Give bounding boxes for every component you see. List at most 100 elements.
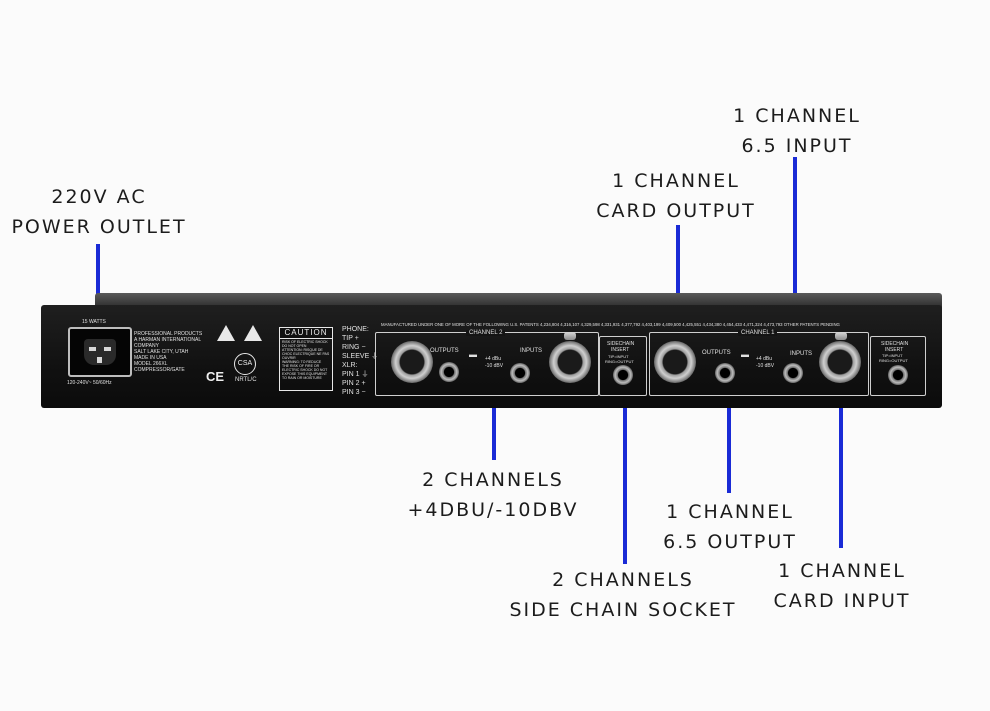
- power-inlet-socket[interactable]: [68, 327, 132, 377]
- level-switch-label: +4 dBu: [485, 356, 501, 362]
- channel-2-xlr-output[interactable]: [391, 341, 433, 383]
- maker-line: PROFESSIONAL PRODUCTS: [134, 331, 203, 337]
- channel-2-outputs-label: OUTPUTS: [430, 348, 459, 354]
- inlet-pin: [89, 347, 96, 351]
- caution-line: ELECTRIC SHOCK DO NOT: [282, 368, 328, 372]
- leader-card-input: [839, 396, 843, 548]
- callout-line: 1 CHANNEL: [612, 170, 740, 192]
- channel-1-xlr-output[interactable]: [654, 341, 696, 383]
- leader-level: [492, 398, 496, 460]
- level-switch-label: -10 dBV: [756, 363, 775, 369]
- channel-2-sidechain-jack[interactable]: [613, 365, 633, 385]
- maker-line: COMPANY: [134, 343, 159, 349]
- callout-line: 6.5 OUTPUT: [663, 531, 797, 553]
- pinout-line: PHONE:: [342, 326, 369, 333]
- chassis-top-lip: [95, 293, 942, 308]
- level-switch-icon: ▬: [469, 350, 477, 359]
- leader-sidechain: [623, 398, 627, 564]
- level-switch-label: -10 dBV: [485, 363, 504, 369]
- channel-1-xlr-latch[interactable]: [835, 332, 847, 340]
- callout-line: +4DBU/-10DBV: [407, 499, 579, 521]
- channel-1-inputs-label: INPUTS: [790, 351, 813, 357]
- channel-2-phone-input[interactable]: [510, 363, 530, 383]
- channel-2-inputs-label: INPUTS: [520, 348, 543, 354]
- channel-1-sidechain-panel: [870, 336, 926, 396]
- sidechain-sub-label: TIP=INPUT: [882, 353, 903, 358]
- sidechain-label: SIDECHAIN: [607, 341, 635, 347]
- callout-line: 2 CHANNELS: [552, 569, 694, 591]
- channel-1-phone-input[interactable]: [783, 363, 803, 383]
- pinout-line: RING −: [342, 344, 366, 351]
- maker-block: PROFESSIONAL PRODUCTS A HARMAN INTERNATI…: [134, 331, 202, 373]
- leader-65-input: [793, 157, 797, 317]
- channel-1-label: CHANNEL 1: [738, 330, 778, 336]
- callout-line: POWER OUTLET: [11, 216, 187, 238]
- caution-line: ATTENTION: RISQUE DE: [282, 348, 323, 352]
- caution-line: OUVRIR: [282, 356, 296, 360]
- pinout-block: PHONE: TIP + RING − SLEEVE ⏚ XLR: PIN 1 …: [342, 325, 378, 397]
- channel-2-sidechain-panel: [599, 336, 647, 396]
- channel-2-xlr-latch[interactable]: [564, 332, 576, 340]
- sidechain-label: INSERT: [885, 347, 904, 353]
- callout-card-input: 1 CHANNEL CARD INPUT: [757, 556, 927, 616]
- maker-line: MODEL 266XL: [134, 361, 168, 367]
- caution-label: CAUTION RISK OF ELECTRIC SHOCK DO NOT OP…: [279, 327, 333, 391]
- pinout-line: XLR:: [342, 362, 358, 369]
- inlet-pin: [97, 357, 102, 363]
- callout-65-input: 1 CHANNEL 6.5 INPUT: [712, 101, 882, 161]
- ce-mark: CE: [206, 369, 225, 384]
- maker-line: SALT LAKE CITY, UTAH: [134, 349, 189, 355]
- caution-line: TO RAIN OR MOISTURE: [282, 376, 322, 380]
- level-switch-icon: ▬: [741, 350, 749, 359]
- callout-line: 2 CHANNELS: [422, 469, 564, 491]
- maker-line: COMPRESSOR/GATE: [134, 367, 185, 373]
- caution-line: EXPOSE THIS EQUIPMENT: [282, 372, 328, 376]
- sidechain-label: SIDECHAIN: [881, 341, 909, 347]
- level-switch-label: +4 dBu: [756, 356, 772, 362]
- callout-line: 1 CHANNEL: [733, 105, 861, 127]
- channel-1-sidechain-jack[interactable]: [888, 365, 908, 385]
- caution-line: DO NOT OPEN: [282, 344, 307, 348]
- sidechain-sub-label: RING=OUTPUT: [879, 358, 908, 363]
- channel-1-outputs-label: OUTPUTS: [702, 350, 731, 356]
- pinout-line: PIN 1 ⏚: [342, 371, 369, 378]
- caution-line: WARNING: TO REDUCE: [282, 360, 322, 364]
- pinout-line: TIP +: [342, 335, 359, 342]
- caution-line: CHOC ELECTRIQUE NE PAS: [282, 352, 330, 356]
- callout-line: 6.5 INPUT: [741, 135, 853, 157]
- callout-line: CARD OUTPUT: [596, 200, 756, 222]
- channel-2-phone-output[interactable]: [439, 362, 459, 382]
- channel-1-xlr-input[interactable]: [819, 341, 861, 383]
- callout-sidechain: 2 CHANNELS SIDE CHAIN SOCKET: [500, 565, 746, 625]
- caution-line: RISK OF ELECTRIC SHOCK: [282, 340, 328, 344]
- channel-2-xlr-input[interactable]: [549, 341, 591, 383]
- device-rear-panel: 15 WATTS 120-240V~ 50/60Hz PROFESSIONAL …: [41, 305, 942, 408]
- maker-line: MADE IN USA: [134, 355, 167, 361]
- inlet-pin: [104, 347, 111, 351]
- callout-card-output: 1 CHANNEL CARD OUTPUT: [585, 166, 767, 226]
- callout-line: 220V AC: [51, 186, 147, 208]
- callout-line: 1 CHANNEL: [666, 501, 794, 523]
- maker-line: A HARMAN INTERNATIONAL: [134, 337, 202, 343]
- exclamation-warning-icon: [244, 325, 262, 341]
- callout-power-outlet: 220V AC POWER OUTLET: [8, 182, 190, 242]
- channel-2-label: CHANNEL 2: [466, 330, 506, 336]
- channel-1-phone-output[interactable]: [715, 363, 735, 383]
- callout-65-output: 1 CHANNEL 6.5 OUTPUT: [645, 497, 815, 557]
- callout-line: CARD INPUT: [773, 590, 911, 612]
- callout-level-switch: 2 CHANNELS +4DBU/-10DBV: [398, 465, 588, 525]
- patents-text: MANUFACTURED UNDER ONE OF MORE OF THE FO…: [381, 322, 840, 327]
- callout-line: SIDE CHAIN SOCKET: [509, 599, 737, 621]
- caution-line: THE RISK OF FIRE OR: [282, 364, 320, 368]
- leader-power: [96, 244, 100, 314]
- callout-line: 1 CHANNEL: [778, 560, 906, 582]
- caution-text: RISK OF ELECTRIC SHOCK DO NOT OPEN ATTEN…: [280, 339, 332, 381]
- pinout-line: PIN 3 −: [342, 389, 366, 396]
- lightning-warning-icon: [217, 325, 235, 341]
- sidechain-sub-label: TIP=INPUT: [608, 354, 629, 359]
- nrtl-label: NRTL/C: [235, 377, 257, 383]
- sidechain-sub-label: RING=OUTPUT: [605, 359, 634, 364]
- watts-label: 15 WATTS: [82, 319, 106, 325]
- caution-title: CAUTION: [280, 328, 332, 339]
- leader-65-output: [727, 398, 731, 493]
